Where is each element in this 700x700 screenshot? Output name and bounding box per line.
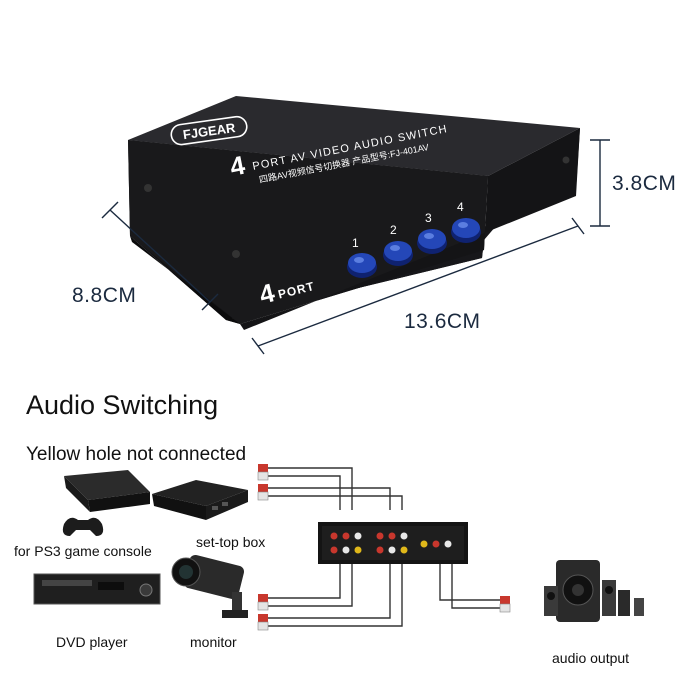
product-illustration: FJGEAR 4 PORT AV VIDEO AUDIO SWITCH 四路AV… <box>101 96 610 355</box>
dvd-label: DVD player <box>56 634 128 650</box>
settop-label: set-top box <box>196 534 266 550</box>
dvd-player-icon <box>33 573 161 605</box>
push-button-2[interactable] <box>383 241 413 266</box>
button-number-2: 2 <box>390 223 397 237</box>
brand-badge: FJGEAR <box>182 120 237 142</box>
note-text: Yellow hole not connected <box>26 444 247 465</box>
box-top-face <box>128 96 580 176</box>
section-title: Audio Switching <box>26 390 219 420</box>
title-number: 4 <box>227 150 247 182</box>
box-main-face <box>128 140 488 324</box>
input-cables <box>266 467 500 627</box>
ps3-console-icon <box>62 470 150 536</box>
output-label: audio output <box>552 650 630 666</box>
box-panel-face <box>240 128 580 330</box>
width-label: 13.6CM <box>404 310 481 333</box>
wiring-diagram <box>33 464 644 631</box>
ps3-label: for PS3 game console <box>14 543 152 559</box>
push-button-1[interactable] <box>347 253 377 278</box>
depth-dimension-line <box>101 201 219 311</box>
speaker-system-icon <box>544 560 644 622</box>
depth-label: 8.8CM <box>72 284 137 307</box>
push-button-3[interactable] <box>417 229 447 254</box>
button-number-3: 3 <box>425 211 432 225</box>
button-number-4: 4 <box>457 200 464 214</box>
set-top-box-icon <box>152 480 248 520</box>
screw <box>232 250 240 258</box>
monitor-label: monitor <box>190 634 237 650</box>
width-dimension-line <box>251 217 585 355</box>
monitor-camera-icon <box>171 555 248 618</box>
screw <box>144 184 152 192</box>
brand-badge-frame <box>170 115 248 146</box>
height-label: 3.8CM <box>612 172 677 195</box>
screw <box>562 156 570 164</box>
push-button-4[interactable] <box>451 218 481 243</box>
rca-plugs <box>257 464 511 631</box>
switch-back-panel <box>318 522 468 564</box>
height-dimension-line <box>590 139 610 227</box>
button-number-1: 1 <box>352 236 359 250</box>
